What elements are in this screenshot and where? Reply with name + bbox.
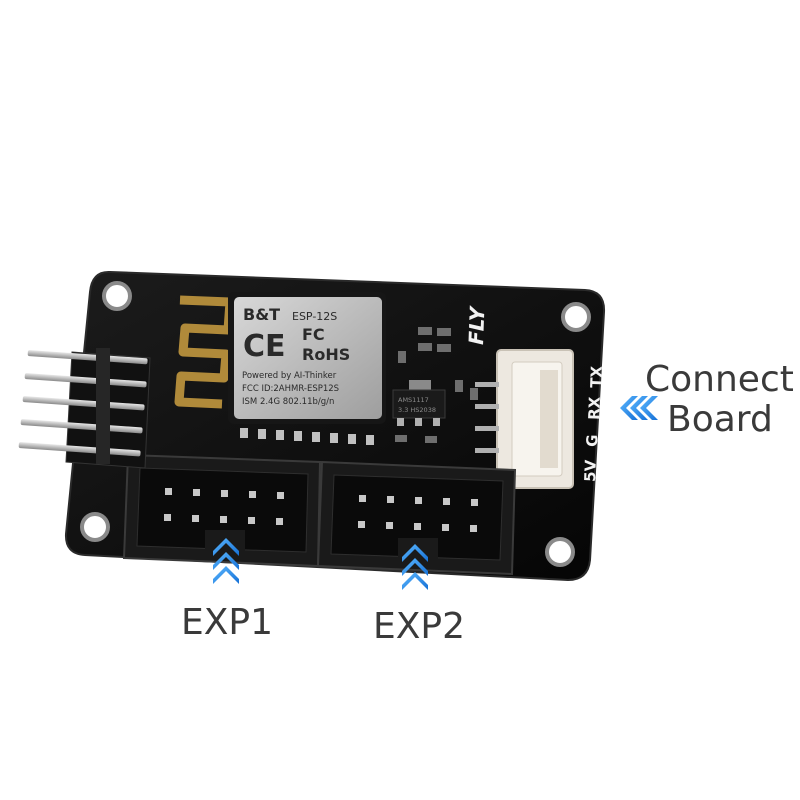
- exp1-connector: [122, 453, 322, 568]
- fc-mark: FC: [302, 325, 325, 344]
- module-pads: [240, 428, 374, 445]
- regulator-line2: 3.3 HS2038: [398, 406, 436, 414]
- jst-connector: [475, 349, 574, 489]
- module-fcc-id: FCC ID:2AHMR-ESP12S: [242, 384, 339, 394]
- pin-label-g: G: [583, 434, 601, 447]
- exp1-label: EXP1: [181, 602, 274, 643]
- pin-header: [18, 348, 151, 469]
- regulator-line1: AMS1117: [398, 396, 429, 404]
- module-ism: ISM 2.4G 802.11b/g/n: [242, 397, 334, 407]
- module-brand: B&T: [243, 305, 280, 324]
- esp-module: B&T ESP-12S CE FC RoHS Powered by AI-Thi…: [228, 292, 386, 424]
- exp2-connector: [316, 460, 517, 576]
- pin-label-rx: RX: [585, 396, 604, 420]
- pin-label-tx: TX: [587, 365, 606, 388]
- brand-silkscreen: FLY: [464, 304, 489, 345]
- mounting-hole: [545, 537, 575, 567]
- board-label: Board: [667, 399, 773, 440]
- mounting-hole: [80, 512, 110, 542]
- voltage-regulator: AMS1117 3.3 HS2038: [392, 380, 446, 426]
- ce-mark: CE: [243, 329, 286, 364]
- rohs-mark: RoHS: [302, 345, 350, 364]
- pin-labels: TX RX G 5V: [581, 365, 606, 482]
- exp2-label: EXP2: [373, 606, 466, 647]
- exp1-arrows-icon: [213, 538, 239, 584]
- mounting-hole: [102, 281, 132, 311]
- pin-label-5v: 5V: [581, 459, 600, 482]
- exp2-arrows-icon: [402, 544, 428, 590]
- connect-label: Connect: [645, 359, 794, 400]
- module-powered-by: Powered by AI-Thinker: [242, 371, 337, 381]
- smd-components: [395, 327, 478, 443]
- mounting-hole: [561, 302, 591, 332]
- connect-arrows-icon: [620, 396, 658, 420]
- module-model: ESP-12S: [292, 310, 337, 323]
